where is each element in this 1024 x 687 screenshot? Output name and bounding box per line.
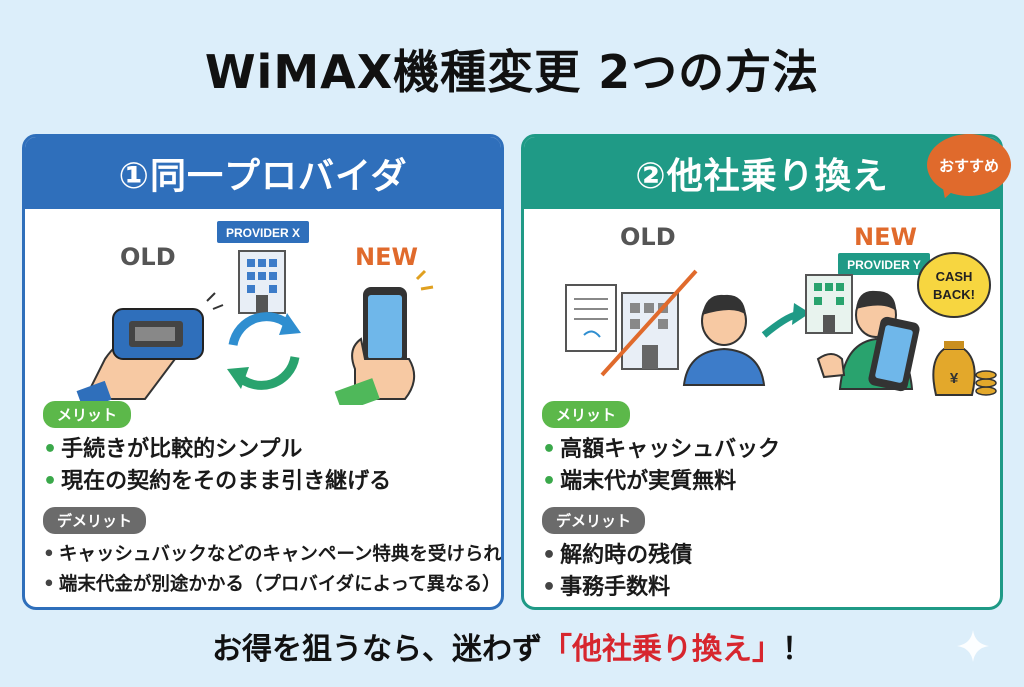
provider-y-sign: PROVIDER Y [838,253,930,275]
old-label: OLD [120,243,176,271]
list-item: •事務手数料 [542,575,671,600]
smartphone-icon [868,316,920,392]
bottom-highlight: 「他社乗り換え」 [542,632,782,667]
office-building-icon [600,269,698,377]
cashback-bubble: CASH BACK! [917,252,991,318]
person-icon [682,294,766,386]
provider-x-sign: PROVIDER X [217,221,309,243]
provider-x-label: PROVIDER X [226,226,300,240]
merit-tag: メリット [43,401,132,428]
provider-y-label: PROVIDER Y [847,258,921,272]
mobile-router-icon [76,292,224,405]
cashback-line2: BACK! [933,287,975,302]
list-item: •端末代が実質無料 [542,469,737,494]
merit-tag: メリット [542,401,631,428]
contract-document-icon [565,284,617,352]
svg-text:¥: ¥ [950,370,959,387]
same-provider-demerits: デメリット •キャッシュバックなどのキャンペーン特典を受けられない •端末代金が… [43,507,504,600]
same-provider-card: ①同一プロバイダ OLD NEW PROVIDER X [22,134,504,610]
money-bag-icon: ¥ [932,341,997,396]
switch-provider-card: ②他社乗り換え OLD NEW [521,134,1003,610]
demerit-tag: デメリット [542,507,646,534]
page-title: WiMAX機種変更 2つの方法 [204,45,820,99]
switch-provider-demerits: デメリット •解約時の残債 •事務手数料 [542,507,992,604]
switch-provider-illustration: OLD NEW [524,209,1000,405]
demerit-tag: デメリット [43,507,147,534]
bottom-message: お得を狙うなら、迷わず「他社乗り換え」！ [212,632,812,667]
arrow-right-icon [761,303,810,338]
list-item: •端末代金が別途かかる（プロバイダによって異なる） [43,574,501,595]
switch-provider-heading: ②他社乗り換え [524,137,1000,209]
new-label: NEW [355,243,418,271]
list-item: •現在の契約をそのまま引き継げる [43,469,392,494]
old-label: OLD [620,223,676,251]
switch-provider-merits: メリット •高額キャッシュバック •端末代が実質無料 [542,401,992,498]
same-provider-illustration: OLD NEW PROVIDER X [25,209,501,405]
list-item: •手続きが比較的シンプル [43,437,303,462]
list-item: •解約時の残債 [542,543,693,568]
list-item: •キャッシュバックなどのキャンペーン特典を受けられない [43,544,504,565]
same-provider-merits: メリット •手続きが比較的シンプル •現在の契約をそのまま引き継げる [43,401,493,498]
office-building-icon [805,274,853,334]
new-label: NEW [854,223,917,251]
office-building-icon [238,250,286,314]
smartphone-icon [334,269,434,405]
sync-arrows-icon [227,312,301,390]
recommended-badge: おすすめ [927,134,1011,196]
list-item: •高額キャッシュバック [542,437,781,462]
cashback-line1: CASH [936,269,973,284]
same-provider-heading: ①同一プロバイダ [25,137,501,209]
sparkle-icon [957,630,989,662]
